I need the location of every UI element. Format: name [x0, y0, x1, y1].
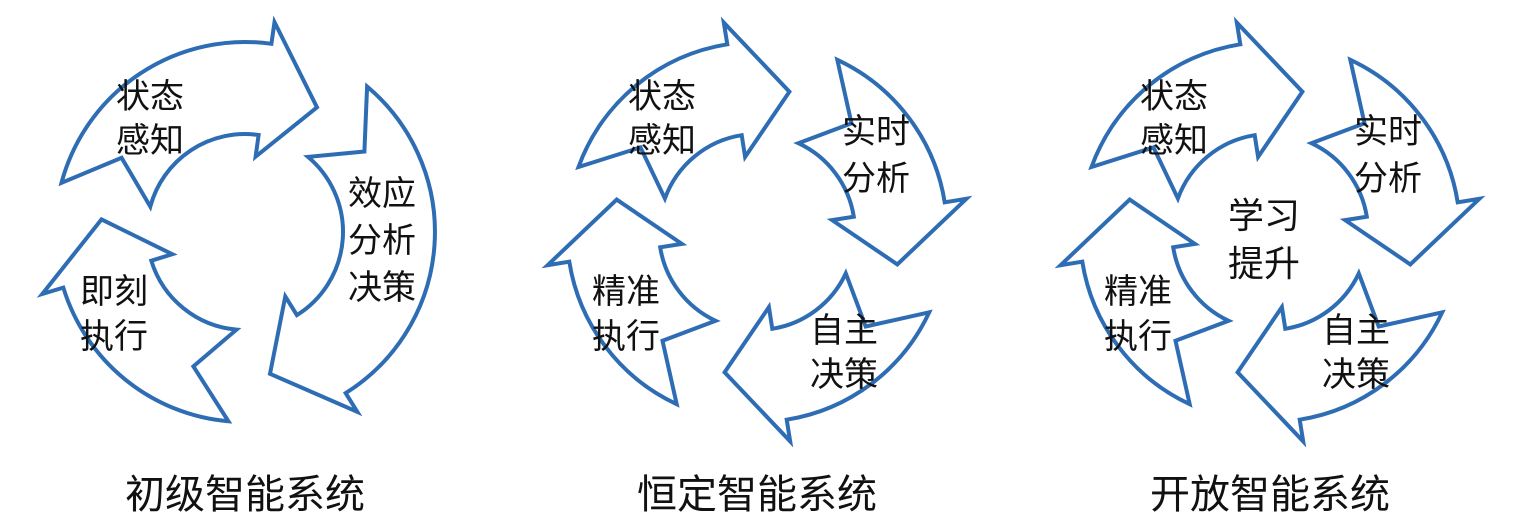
- cycle-arrow-execute: [36, 216, 242, 424]
- cycle-arrow-sense: [1088, 16, 1305, 204]
- diagram-title: 恒定智能系统: [637, 472, 877, 518]
- diagram-title: 初级智能系统: [125, 472, 365, 518]
- cycle-arrow-analyze: [267, 82, 437, 417]
- segment-label-analyze: 效应 分析 决策: [348, 174, 427, 308]
- cycle-arrow-analyze: [793, 56, 973, 267]
- segment-label-sense: 状态 感知: [628, 77, 707, 161]
- segment-label-decide: 自主 决策: [1322, 311, 1401, 395]
- segment-label-analyze: 实时 分析: [842, 112, 921, 199]
- segment-label-decide: 自主 决策: [810, 311, 889, 395]
- diagram-steady: 状态 感知 实时 分析 自主 决策 精准 执行 恒定智能系统: [541, 16, 973, 518]
- diagram-basic: 状态 感知 效应 分析 决策 即刻 执行 初级智能系统: [36, 15, 437, 518]
- segment-label-execute: 即刻 执行: [80, 272, 159, 357]
- cycle-arrow-sense: [58, 15, 320, 212]
- center-label-learn: 学习 提升: [1228, 196, 1311, 285]
- cycle-arrow-decide: [1235, 268, 1446, 448]
- diagram-open: 学习 提升 状态 感知 实时 分析 自主 决策 精准 执行 开放智能系统: [1054, 16, 1486, 518]
- segment-label-analyze: 实时 分析: [1354, 112, 1433, 199]
- cycle-arrow-execute: [1054, 197, 1234, 408]
- segment-label-execute: 精准 执行: [1104, 272, 1183, 357]
- diagram-title: 开放智能系统: [1150, 472, 1390, 518]
- segment-label-execute: 精准 执行: [592, 272, 671, 357]
- cycle-arrow-decide: [722, 268, 933, 448]
- cycle-arrow-execute: [541, 197, 721, 408]
- cycle-arrow-analyze: [1306, 56, 1486, 267]
- segment-label-sense: 状态 感知: [116, 77, 195, 161]
- segment-label-sense: 状态 感知: [1140, 77, 1219, 161]
- cycle-arrow-sense: [575, 16, 792, 204]
